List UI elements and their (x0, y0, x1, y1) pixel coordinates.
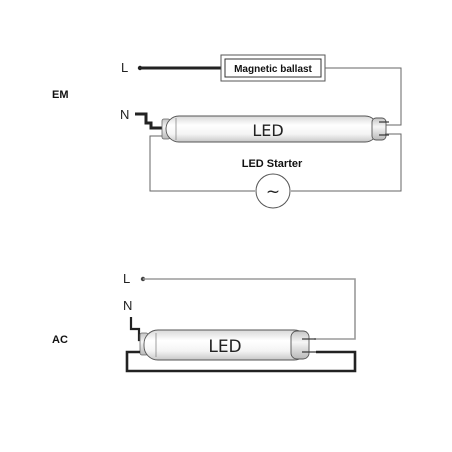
ac-live-label: L (123, 271, 130, 286)
ac-bypass-loop-wire (125, 350, 357, 373)
em-section-label: EM (52, 89, 69, 101)
em-starter-return-wire (291, 133, 402, 192)
em-tube-cap-right (371, 117, 387, 141)
em-tube-label: LED (252, 121, 283, 140)
em-section: EM L Magnetic ballast N LED LED Starter … (52, 54, 402, 209)
ac-section-label: AC (52, 334, 68, 346)
ac-led-tube: LED (139, 329, 316, 361)
led-starter-label: LED Starter (242, 158, 303, 170)
magnetic-ballast-label: Magnetic ballast (234, 64, 312, 75)
ac-neutral-label: N (123, 298, 132, 313)
em-neutral-label: N (120, 107, 129, 122)
em-neutral-wire (135, 112, 162, 130)
em-led-tube: LED (161, 115, 389, 143)
starter-wave-glyph: ~ (266, 182, 280, 202)
led-starter-symbol (255, 173, 291, 209)
ac-tube-cap-right (290, 330, 310, 360)
ac-tube-label: LED (208, 337, 241, 357)
em-ballast-to-tube-wire (325, 67, 402, 126)
em-live-label: L (121, 60, 128, 75)
ac-section: AC L N LED (52, 271, 357, 373)
em-starter-loop-wire (149, 135, 255, 192)
magnetic-ballast-inner (224, 58, 322, 78)
ac-live-wire (143, 278, 356, 340)
